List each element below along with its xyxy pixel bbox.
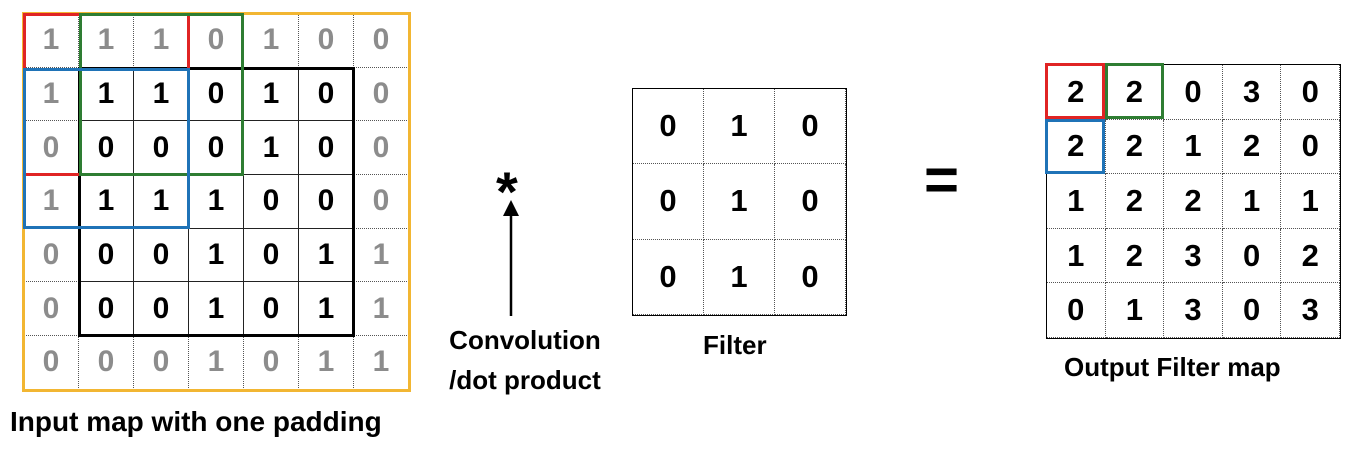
input-map-cell: 1 — [134, 67, 189, 122]
input-map-cell: 1 — [299, 282, 354, 337]
input-map-cell: 1 — [354, 228, 409, 283]
input-map-cell: 0 — [79, 282, 134, 337]
input-map-cell: 0 — [134, 282, 189, 337]
filter-cell: 1 — [704, 89, 775, 165]
filter-cell: 0 — [633, 239, 704, 315]
input-map-cell: 0 — [79, 121, 134, 176]
input-map-cell: 0 — [299, 121, 354, 176]
up-arrow-icon — [503, 200, 519, 316]
output-map-cell: 0 — [1281, 119, 1340, 175]
filter-cell: 1 — [704, 164, 775, 240]
input-map-cell: 0 — [189, 67, 244, 122]
input-map-cell: 1 — [79, 175, 134, 229]
output-map-cell: 3 — [1164, 228, 1223, 284]
input-map-cell: 0 — [299, 67, 354, 122]
output-map-cell: 3 — [1281, 283, 1340, 338]
input-map-cell: 1 — [79, 67, 134, 122]
filter-cell: 0 — [775, 89, 846, 165]
input-map-cell: 1 — [354, 336, 409, 390]
convolution-label: Convolution /dot product — [430, 320, 620, 400]
input-map-cell: 0 — [299, 14, 354, 68]
output-map-cell: 2 — [1047, 119, 1106, 175]
input-map-cell: 0 — [244, 228, 299, 283]
convolution-label-line1: Convolution — [449, 325, 601, 355]
output-map-cell: 0 — [1281, 65, 1340, 120]
output-map-cell: 0 — [1164, 65, 1223, 120]
filter-cell: 1 — [704, 239, 775, 315]
filter-cell: 0 — [633, 89, 704, 165]
output-map-cell: 1 — [1105, 283, 1165, 338]
input-map-cell: 1 — [244, 14, 299, 68]
output-map-cell: 2 — [1105, 228, 1165, 284]
output-map-cell: 2 — [1105, 119, 1165, 175]
filter-cell: 0 — [775, 164, 846, 240]
output-map-label: Output Filter map — [1064, 352, 1281, 382]
output-map-cell: 1 — [1047, 228, 1106, 284]
input-map-cell: 0 — [244, 175, 299, 229]
convolution-label-line2: /dot product — [449, 365, 601, 395]
input-map-cell: 1 — [299, 228, 354, 283]
input-map-label: Input map with one padding — [10, 406, 382, 437]
input-map-cell: 1 — [189, 282, 244, 337]
input-map-cell: 0 — [354, 175, 409, 229]
input-map-cell: 0 — [244, 282, 299, 337]
output-map-cell: 1 — [1164, 119, 1223, 175]
input-map-cell: 1 — [79, 14, 134, 68]
output-map-cell: 0 — [1047, 283, 1106, 338]
input-map-cell: 0 — [244, 336, 299, 390]
input-map-cell: 1 — [134, 14, 189, 68]
input-map-cell: 0 — [24, 228, 79, 283]
output-map-cell: 1 — [1281, 174, 1340, 229]
output-map-cell: 2 — [1105, 174, 1165, 229]
input-map-cell: 1 — [24, 67, 79, 122]
input-map-cell: 0 — [79, 336, 134, 390]
input-map-cell: 0 — [24, 282, 79, 337]
input-map-cell: 0 — [189, 14, 244, 68]
input-map-cell: 0 — [354, 14, 409, 68]
input-map-cell: 1 — [189, 336, 244, 390]
input-map-cell: 0 — [134, 228, 189, 283]
input-map-cell: 1 — [24, 14, 79, 68]
input-map-cell: 0 — [299, 175, 354, 229]
input-map-cell: 0 — [24, 336, 79, 390]
input-map-cell: 1 — [244, 67, 299, 122]
filter-cell: 0 — [633, 164, 704, 240]
input-map-cell: 0 — [134, 121, 189, 176]
input-map-cell: 1 — [299, 336, 354, 390]
output-map-cell: 0 — [1222, 283, 1282, 338]
input-map-cell: 0 — [189, 121, 244, 176]
input-map-cell: 1 — [189, 228, 244, 283]
output-map-cell: 2 — [1105, 65, 1165, 120]
input-map-cell: 1 — [24, 175, 79, 229]
output-map-cell: 0 — [1222, 228, 1282, 284]
input-map-cell: 0 — [354, 121, 409, 176]
input-map-cell: 1 — [354, 282, 409, 337]
input-map-cell: 1 — [189, 175, 244, 229]
output-map-cell: 2 — [1222, 119, 1282, 175]
input-map-cell: 0 — [24, 121, 79, 176]
input-map-cell: 1 — [134, 175, 189, 229]
output-map-cell: 1 — [1222, 174, 1282, 229]
filter-label: Filter — [703, 330, 767, 360]
input-map-cell: 0 — [354, 67, 409, 122]
input-map-cell: 0 — [79, 228, 134, 283]
input-map-cell: 0 — [134, 336, 189, 390]
output-map-cell: 3 — [1222, 65, 1282, 120]
input-map-cell: 1 — [244, 121, 299, 176]
output-map-cell: 1 — [1047, 174, 1106, 229]
output-map-cell: 2 — [1281, 228, 1340, 284]
output-map-cell: 2 — [1047, 65, 1106, 120]
equals-symbol: = — [924, 146, 960, 213]
filter-cell: 0 — [775, 239, 846, 315]
output-map-cell: 2 — [1164, 174, 1223, 229]
output-map-cell: 3 — [1164, 283, 1223, 338]
